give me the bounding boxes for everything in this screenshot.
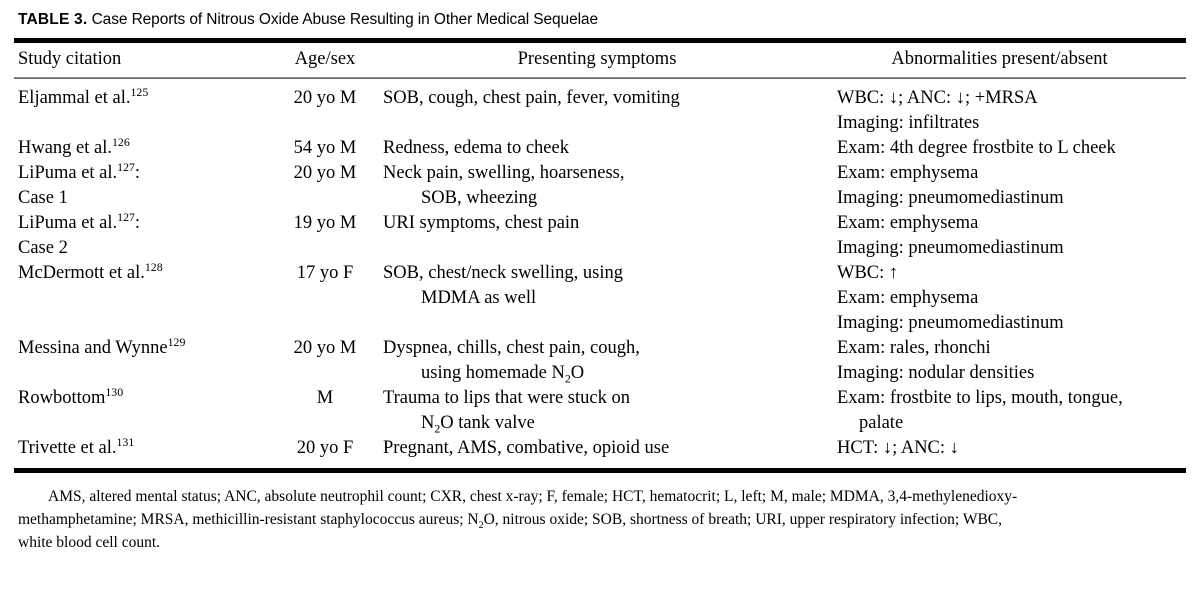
cell-study-citation: LiPuma et al.127:Case 2 [18,209,141,258]
cell-study-citation: Messina and Wynne129 [18,334,186,358]
cell-age-sex: 20 yo M [293,338,357,358]
table-row: Messina and Wynne129 20 yo M Dyspnea, chil… [14,336,1186,386]
column-header-abnormalities: Abnormalities present/absent [891,49,1108,69]
cell-age-sex: 17 yo F [296,263,354,283]
case-reports-body: Eljammal et al.125 20 yo M SOB, cough, che… [14,79,1186,466]
cell-age-sex: 19 yo M [293,213,357,233]
table-bottom-rule [14,468,1186,473]
cell-presenting-symptoms: Redness, edema to cheek [383,138,569,158]
cell-presenting-symptoms: Neck pain, swelling, hoarseness,SOB, whe… [383,163,625,208]
table-footnote: AMS, altered mental status; ANC, absolut… [14,473,1186,554]
table-row: LiPuma et al.127:Case 1 20 yo M Neck pain,… [14,161,1186,211]
column-header-study: Study citation [18,49,122,69]
cell-age-sex: M [316,388,334,408]
cell-abnormalities: Exam: 4th degree frostbite to L cheek [837,138,1116,158]
table-header: Study citation Age/sex Presenting sympto… [14,43,1186,77]
caption-label: TABLE 3. [18,11,88,28]
cell-study-citation: LiPuma et al.127:Case 1 [18,159,141,208]
table-row: Eljammal et al.125 20 yo M SOB, cough, che… [14,79,1186,136]
table-row: Trivette et al.131 20 yo F Pregnant, AMS, … [14,436,1186,466]
header-row: Study citation Age/sex Presenting sympto… [14,43,1186,77]
footnote-line-1: AMS, altered mental status; ANC, absolut… [48,488,1018,505]
cell-study-citation: Eljammal et al.125 [18,84,149,108]
table-caption: TABLE 3. Case Reports of Nitrous Oxide A… [14,0,1186,30]
header-separator-rule [14,77,1186,79]
cell-age-sex: 20 yo F [296,438,354,458]
cell-presenting-symptoms: SOB, cough, chest pain, fever, vomiting [383,88,680,108]
cell-age-sex: 54 yo M [293,138,357,158]
cell-abnormalities: HCT: ↓; ANC: ↓ [837,438,959,458]
footnote-line-3: white blood cell count. [18,534,161,551]
cell-presenting-symptoms: URI symptoms, chest pain [383,213,580,233]
column-header-age-sex: Age/sex [294,49,356,69]
cell-age-sex: 20 yo M [293,163,357,183]
caption-text: Case Reports of Nitrous Oxide Abuse Resu… [91,11,599,28]
cell-abnormalities: Exam: frostbite to lips, mouth, tongue,p… [837,388,1123,433]
cell-study-citation: McDermott et al.128 [18,259,163,283]
cell-presenting-symptoms: Dyspnea, chills, chest pain, cough,using… [383,338,640,386]
table-row: Hwang et al.126 54 yo M Redness, edema to … [14,136,1186,161]
table-top-rule [14,38,1186,43]
cell-study-citation: Hwang et al.126 [18,134,130,158]
cell-presenting-symptoms: Pregnant, AMS, combative, opioid use [383,438,670,458]
case-reports-table: Study citation Age/sex Presenting sympto… [14,43,1186,77]
table-row: Rowbottom130 M Trauma to lips that were st… [14,386,1186,436]
table-row: LiPuma et al.127:Case 2 19 yo M URI sympto… [14,211,1186,261]
footnote-line-2: methamphetamine; MRSA, methicillin-resis… [18,511,1003,532]
cell-study-citation: Trivette et al.131 [18,434,135,458]
cell-age-sex: 20 yo M [293,88,357,108]
table-body: Eljammal et al.125 20 yo M SOB, cough, che… [14,79,1186,466]
cell-study-citation: Rowbottom130 [18,384,124,408]
table-row: McDermott et al.128 17 yo F SOB, chest/nec… [14,261,1186,336]
column-header-presenting-symptoms: Presenting symptoms [517,49,677,69]
